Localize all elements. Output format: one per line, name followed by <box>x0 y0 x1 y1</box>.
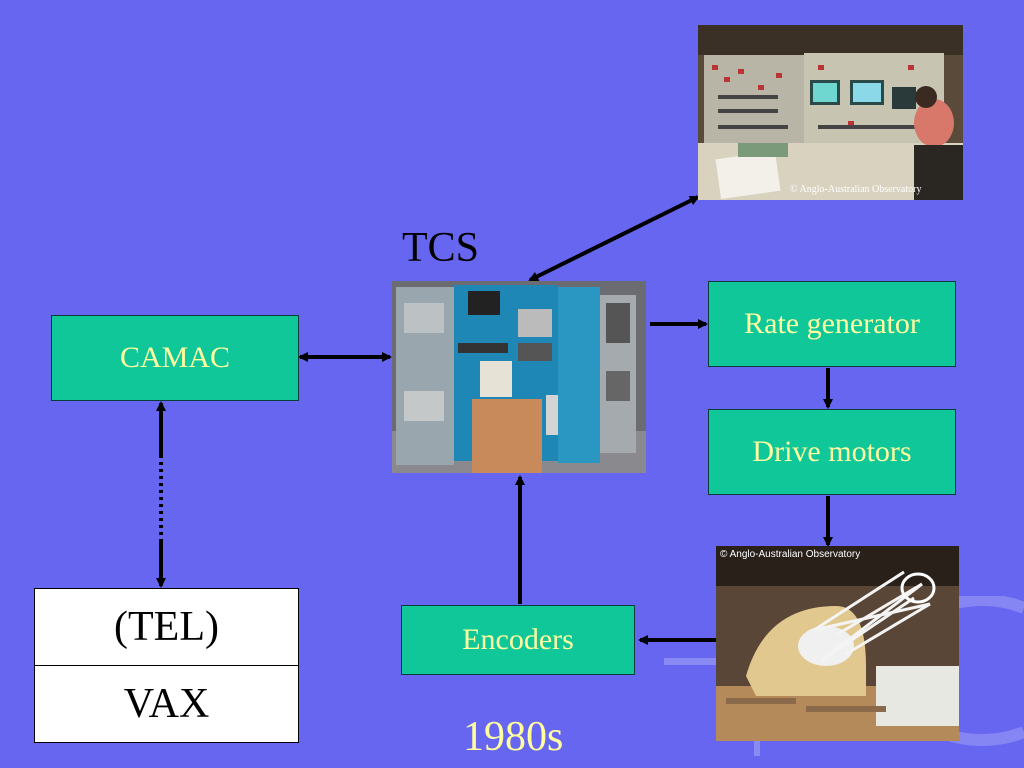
rate-generator-label: Rate generator <box>744 307 920 340</box>
tel-label: (TEL) <box>114 604 219 650</box>
telescope-credit: © Anglo-Australian Observatory <box>720 549 861 560</box>
camac-box: CAMAC <box>51 315 299 401</box>
tcs-computer-photo <box>392 281 646 473</box>
rate-generator-box: Rate generator <box>708 281 956 367</box>
encoders-box: Encoders <box>401 605 635 675</box>
drive-motors-box: Drive motors <box>708 409 956 495</box>
control-room-photo: © Anglo-Australian Observatory <box>698 25 963 200</box>
control-room-credit: © Anglo-Australian Observatory <box>790 184 922 195</box>
era-label: 1980s <box>463 714 564 760</box>
camac-label: CAMAC <box>119 341 231 374</box>
telescope-photo: © Anglo-Australian Observatory <box>716 546 959 741</box>
arrow-tcs-control-room <box>528 195 700 282</box>
stack-divider <box>35 665 298 666</box>
vax-stack: (TEL) VAX <box>34 588 299 743</box>
tcs-label: TCS <box>402 225 480 271</box>
encoders-label: Encoders <box>462 623 574 656</box>
drive-motors-label: Drive motors <box>752 435 912 468</box>
vax-label: VAX <box>123 681 210 727</box>
